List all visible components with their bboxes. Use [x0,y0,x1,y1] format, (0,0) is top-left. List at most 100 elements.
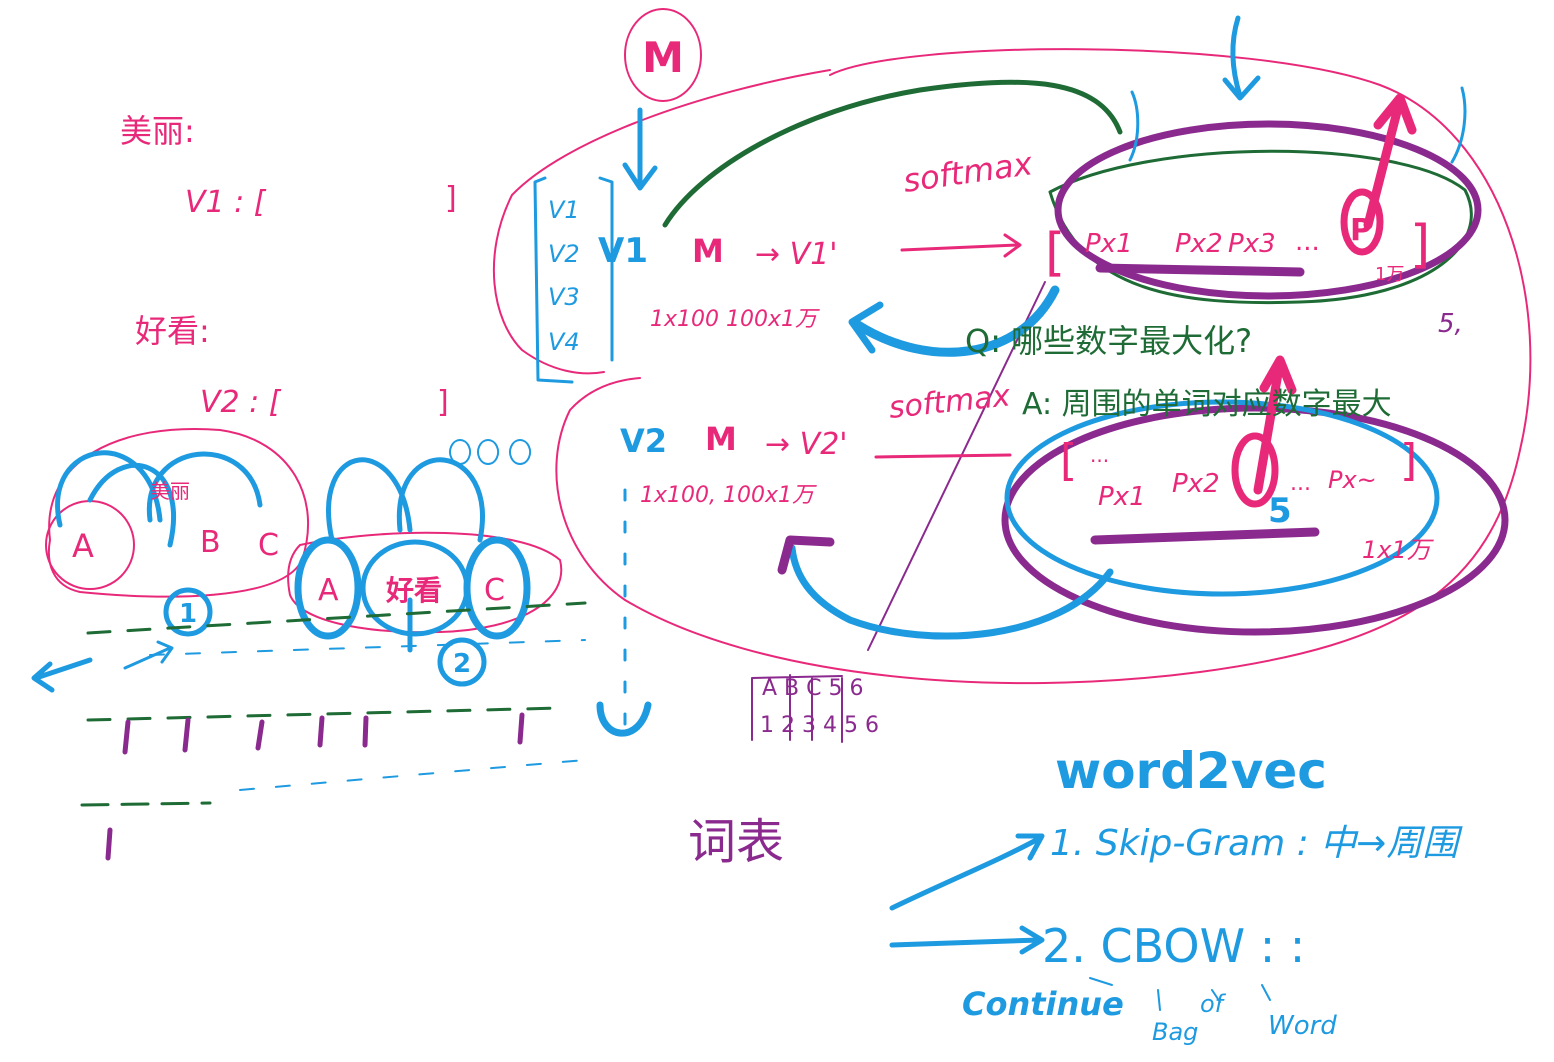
v1-close: ] [445,181,457,216]
blue-bracket-2 [1450,86,1467,164]
v1-open: V1 : [ [185,185,267,220]
probs1-item-3: Px3 [1228,229,1276,259]
blue-cbow-subarrows [1089,977,1271,1011]
word-beautiful-label: 美丽: [120,112,195,150]
purple-up-arrows-row [105,712,525,861]
pink-circle-top [1340,188,1384,256]
context2-index: 2 [453,649,471,679]
context2-center: 好看 [385,574,442,607]
probs2-size: 1x1万 [1362,536,1435,564]
context2-c: C [484,573,505,608]
cbow-word-bag: Bag [1152,1018,1198,1046]
probs1-close: ] [1410,215,1430,275]
context1-b: B [200,525,221,560]
green-ellipse [1048,149,1473,305]
pink-context-ellipse-1 [47,428,310,598]
word2vec-title: word2vec [1055,742,1327,800]
vector-v4: V4 [548,328,580,356]
vocab-numbers: 1 2 3 4 5 6 [760,713,879,738]
blue-context-arcs-1 [55,450,263,548]
row2-matrix: M [705,420,737,458]
probs2-close: ] [1400,435,1417,486]
green-dash-row-2 [86,706,562,722]
blue-vector-bracket [533,176,614,384]
blue-curved-arrow-top [853,285,1060,357]
blue-curved-arrow-bottom [788,544,1114,640]
question-text: Q: 哪些数字最大化? [965,322,1252,360]
purple-ellipse-top [1054,120,1482,300]
blue-circle-a2 [294,536,362,640]
probs2-open: [ [1060,435,1077,486]
vector-v2: V2 [548,240,580,268]
matrix-m-label: M [642,33,684,82]
context1-c: C [258,528,279,563]
vocab-letters: A B C 5 6 [762,676,863,701]
probs1-item-2: Px2 [1175,229,1223,259]
vocab-label: 词表 [688,814,784,870]
context2-a: A [318,573,339,608]
purple-underline-top [1095,263,1305,277]
row2-output: → V2' [765,427,848,462]
context1-center: 美丽 [150,479,190,503]
cbow-word-word: Word [1268,1011,1337,1041]
softmax-label-1: softmax [901,144,1036,200]
pink-arrow-softmax-1 [900,233,1022,258]
green-dash-row-3 [80,801,212,807]
blue-circle-c2 [463,536,531,640]
blue-small-circles [449,439,532,465]
purple-vocab-box [751,674,843,743]
v2-close: ] [437,385,449,420]
probs1-size: 1万 [1375,264,1404,285]
probs1-open: [ [1045,223,1065,283]
blue-context-arcs-2 [326,457,485,653]
vector-v1: V1 [548,196,580,224]
pink-context-box-2 [287,531,563,634]
probs2-item-3: Px2 [1172,469,1220,499]
blue-ellipse-bottom [1004,399,1440,597]
probs2-mark: 5 [1268,491,1292,531]
blue-arrow-skipgram [889,833,1045,911]
probs2-item-1: ... [1090,443,1109,467]
context1-index: 1 [179,599,197,629]
blue-dash-row-1 [149,639,586,656]
probs1-item-4: ... [1295,227,1320,257]
blue-arrow-cbow [889,925,1045,955]
blue-vector-end [596,701,652,737]
v2-open: V2 : [ [200,385,282,420]
green-dash-row-1 [86,601,587,635]
blue-bracket-1 [1128,90,1140,162]
row1-input: V1 [598,231,648,271]
purple-diagonal-line [867,281,1046,651]
context1-a: A [72,527,94,565]
pink-outer-loop [555,48,1532,685]
probs1-item-1: Px1 [1085,229,1133,259]
blue-arrowhead-bottom [777,535,835,575]
matrix-m-circle [624,8,702,102]
blue-down-arrow-right [1222,15,1261,101]
answer-text: A: 周围的单词对应数字最大 [1022,387,1392,422]
blue-left-arrow [31,657,93,693]
softmax-label-2: softmax [887,378,1012,426]
probs2-item-2: Px1 [1098,482,1146,512]
cbow-word-of: of [1200,990,1227,1018]
purple-ellipse-bottom [1001,404,1509,636]
green-arc [662,79,1123,228]
probs2-item-4: ... [1290,471,1311,496]
row1-output: → V1' [755,237,838,272]
pink-up-arrow-bottom [1253,355,1297,495]
purple-underline-bottom [1090,527,1320,545]
cbow-item: 2. CBOW : : [1042,919,1305,973]
probs2-item-5: Px~ [1328,466,1377,494]
row2-input: V2 [620,422,667,460]
pink-arrow-softmax-2 [874,453,1012,459]
cbow-word-continue: Continue [962,985,1124,1023]
blue-arrowhead-top [848,301,884,354]
vector-v3: V3 [548,283,580,311]
skipgram-item: 1. Skip-Gram : 中→周围 [1050,823,1463,864]
blue-right-arrow [123,640,174,670]
pink-left-loop [492,69,831,375]
row1-dims: 1x100 100x1万 [650,307,820,332]
probs1-item-5: P [1350,213,1372,248]
word-goodlooking-label: 好看: [135,312,210,350]
